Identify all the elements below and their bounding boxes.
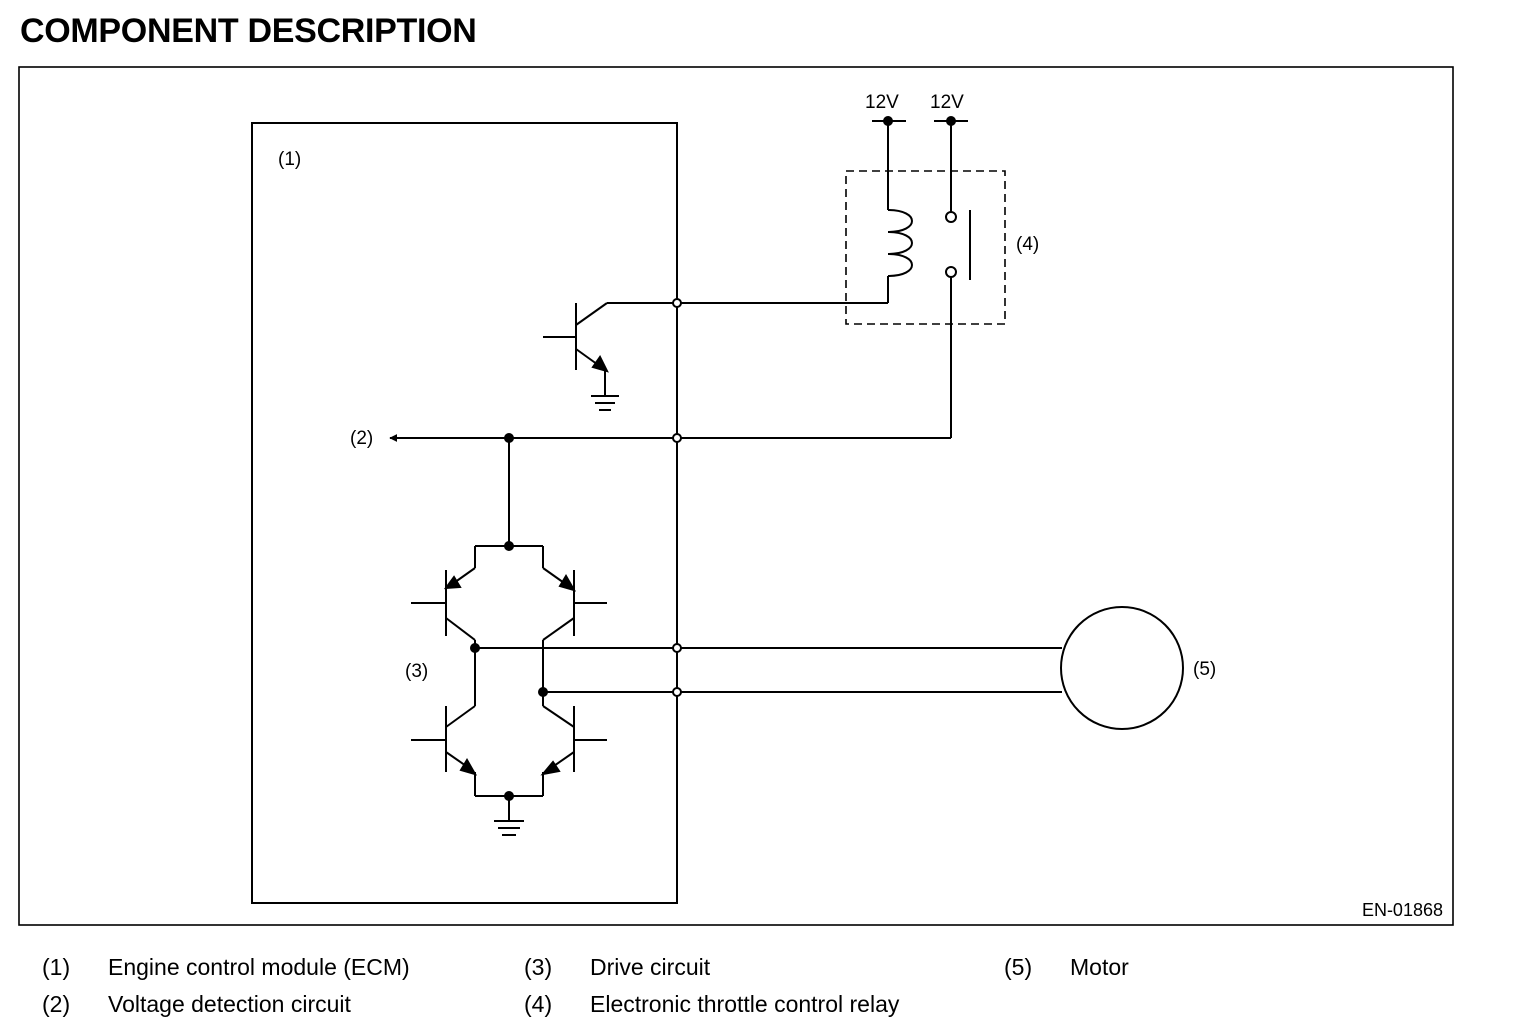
h-bridge-top-rail [474,541,544,568]
supply-label-right: 12V [930,92,964,113]
legend-text: Drive circuit [590,954,711,980]
ground-symbol-upper [591,395,619,411]
ecm-terminal [672,298,682,308]
legend-number: (3) [524,954,553,980]
ecm-terminal [672,687,682,697]
relay-switch [945,121,971,438]
relay-label: (4) [1016,234,1039,255]
figure-code: EN-01868 [1362,900,1443,920]
relay-coil [887,121,913,303]
legend-text: Engine control module (ECM) [108,954,410,980]
legend-number: (1) [42,954,71,980]
h-bridge-transistor-upper-right [542,567,607,692]
legend-text: Voltage detection circuit [108,991,351,1017]
ecm-box [251,122,678,904]
drive-circuit-label: (3) [405,661,428,682]
page-title: COMPONENT DESCRIPTION [20,12,477,50]
legend-number: (4) [524,991,553,1017]
relay-driver-transistor [543,302,677,395]
supply-label-left: 12V [865,92,899,113]
legend-number: (5) [1004,954,1033,980]
h-bridge-transistor-lower-right [540,692,607,796]
h-bridge-transistor-upper-left [411,567,476,648]
legend-text: Electronic throttle control relay [590,991,900,1017]
circuit-diagram: (1) 12V 12V (4) [18,66,1454,926]
relay-box [845,170,1006,325]
ecm-terminal [672,643,682,653]
ecm-terminal [672,433,682,443]
legend-number: (2) [42,991,71,1017]
ground-symbol-lower [494,820,524,836]
motor-symbol [1060,606,1184,730]
ecm-label: (1) [278,149,301,170]
legend: (1) Engine control module (ECM) (2) Volt… [0,948,1520,1028]
legend-text: Motor [1070,954,1129,980]
voltage-detection-label: (2) [350,428,373,449]
diagram-frame [18,66,1454,926]
motor-label: (5) [1193,659,1216,680]
h-bridge-bottom-rail [475,791,543,820]
h-bridge-transistor-lower-left [411,648,478,796]
